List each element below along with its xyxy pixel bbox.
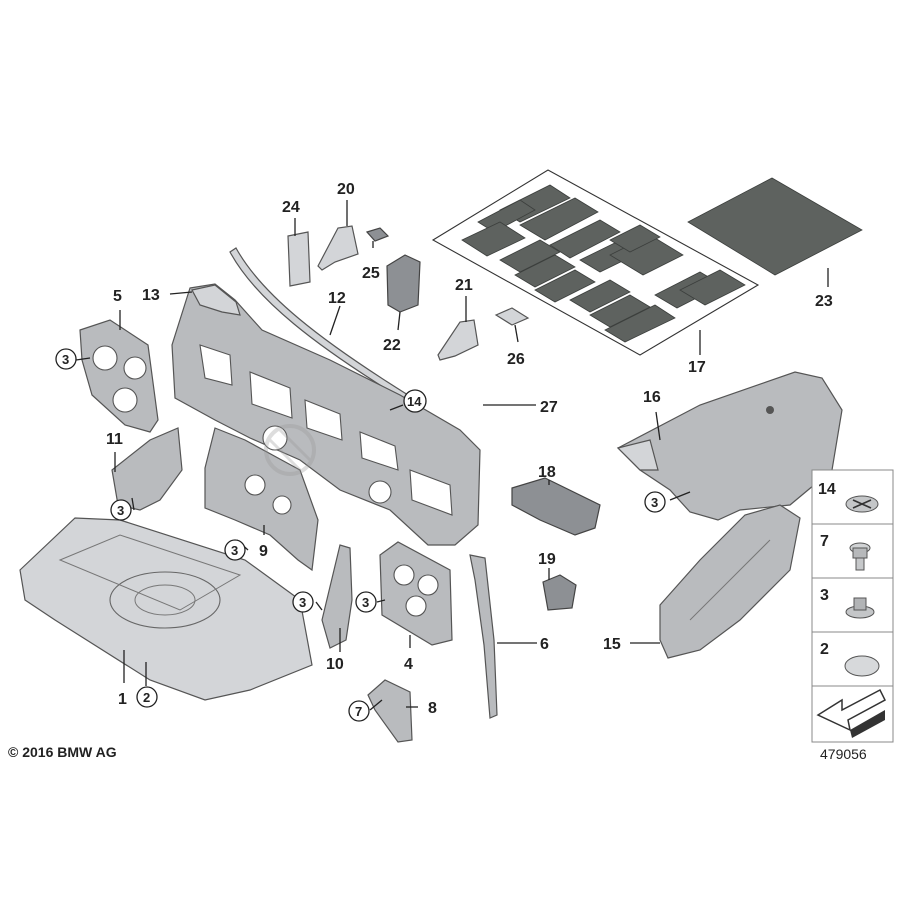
label-17: 17 [688, 359, 706, 376]
label-24: 24 [282, 199, 300, 216]
callout-14-bulkhead: 14 [403, 389, 427, 413]
label-23: 23 [815, 293, 833, 310]
svg-text:3: 3 [651, 495, 658, 510]
part-16-tunnel-insulation [616, 371, 843, 521]
part-15-insulation [659, 504, 801, 659]
label-6: 6 [540, 636, 549, 653]
callout-2-part1: 2 [136, 686, 158, 708]
legend-label-7: 7 [820, 533, 829, 550]
part-19-pad [542, 574, 577, 611]
label-22: 22 [383, 337, 401, 354]
part-5-panel [79, 319, 159, 433]
label-13: 13 [142, 287, 160, 304]
part-6-seal [469, 554, 498, 719]
part-22-foam-block [386, 254, 421, 313]
expanding-nut-icon [845, 495, 879, 513]
svg-text:3: 3 [62, 352, 69, 367]
label-16: 16 [643, 389, 661, 406]
callout-3-part5: 3 [55, 348, 77, 370]
callout-3-part11: 3 [110, 499, 132, 521]
label-9: 9 [259, 543, 268, 560]
part-1-floor-panel [19, 517, 313, 701]
part-26-pad [494, 307, 530, 326]
label-10: 10 [326, 656, 344, 673]
svg-text:3: 3 [231, 543, 238, 558]
callout-3-part9: 3 [224, 539, 246, 561]
part-18-insulation [511, 477, 601, 536]
cap-icon [844, 655, 880, 677]
label-25: 25 [362, 265, 380, 282]
label-18: 18 [538, 464, 556, 481]
watermark-logo [264, 424, 316, 476]
svg-text:14: 14 [407, 394, 422, 409]
label-5: 5 [113, 288, 122, 305]
label-12: 12 [328, 290, 346, 307]
callout-3-part4: 3 [355, 591, 377, 613]
part-25-clip [365, 227, 390, 242]
part-8-bracket [367, 679, 413, 743]
label-27: 27 [540, 399, 558, 416]
push-rivet-icon [849, 542, 871, 571]
diagram-number: 479056 [820, 746, 867, 762]
svg-text:2: 2 [143, 690, 150, 705]
callout-3-part10: 3 [292, 591, 314, 613]
part-17-pad-set [431, 169, 760, 356]
label-21: 21 [455, 277, 473, 294]
leader-lines [75, 200, 829, 711]
legend-label-14: 14 [818, 481, 836, 498]
part-23-insulation-mat [687, 177, 863, 276]
svg-text:3: 3 [117, 503, 124, 518]
label-11: 11 [106, 431, 123, 448]
part-20-bracket [317, 225, 359, 271]
label-15: 15 [603, 636, 621, 653]
label-19: 19 [538, 551, 556, 568]
callout-3-part16: 3 [644, 491, 666, 513]
svg-text:3: 3 [362, 595, 369, 610]
fastener-legend: 14 7 3 2 [811, 469, 894, 743]
part-4-panel [379, 541, 453, 646]
svg-text:7: 7 [355, 704, 362, 719]
part-21-bracket [437, 319, 479, 361]
screw-icon [845, 597, 875, 619]
svg-text:3: 3 [299, 595, 306, 610]
legend-label-3: 3 [820, 587, 829, 604]
callout-7-part8: 7 [348, 700, 370, 722]
label-4: 4 [404, 656, 413, 673]
label-1: 1 [118, 691, 127, 708]
direction-arrow-icon [816, 688, 886, 738]
legend-label-2: 2 [820, 641, 829, 658]
part-10-strut [321, 544, 353, 649]
part-13-bulkhead [171, 283, 481, 546]
label-8: 8 [428, 700, 437, 717]
label-26: 26 [507, 351, 525, 368]
part-24-block [287, 231, 311, 287]
copyright-text: © 2016 BMW AG [8, 744, 117, 760]
label-20: 20 [337, 181, 355, 198]
part-9-panel [204, 427, 319, 572]
